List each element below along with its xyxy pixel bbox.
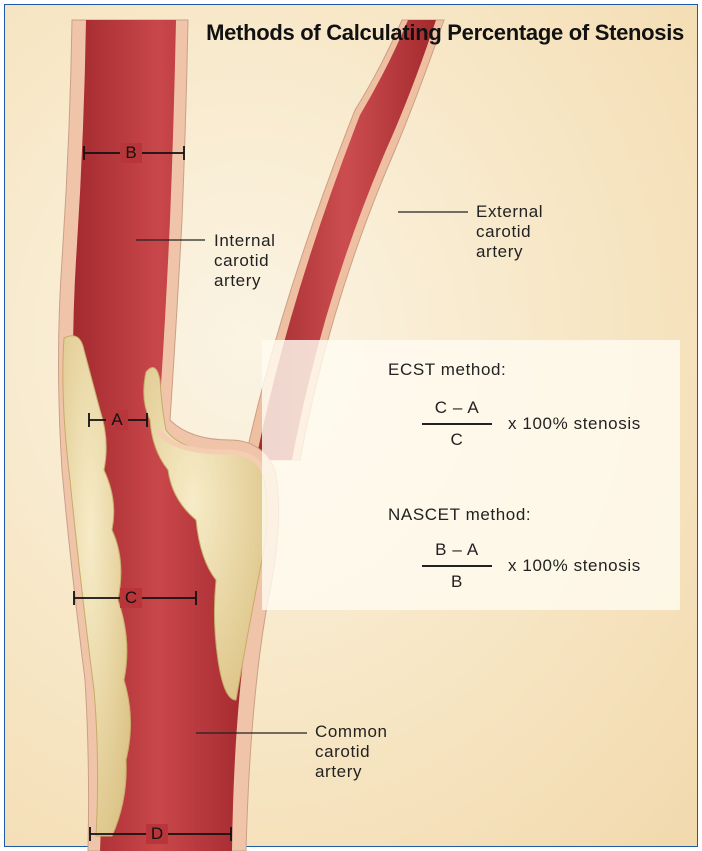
ecst-fraction-bar: [422, 423, 492, 425]
ecst-fraction: C – A C: [422, 398, 492, 452]
dimension-b-label: B: [121, 143, 141, 163]
internal-carotid-label: Internal carotid artery: [214, 231, 276, 291]
nascet-suffix: x 100% stenosis: [508, 556, 641, 576]
nascet-numerator: B – A: [422, 540, 492, 562]
external-carotid-label: External carotid artery: [476, 202, 543, 262]
ecst-numerator: C – A: [422, 398, 492, 420]
nascet-fraction: B – A B: [422, 540, 492, 594]
ecst-method-title: ECST method:: [388, 360, 506, 380]
nascet-fraction-bar: [422, 565, 492, 567]
ecst-suffix: x 100% stenosis: [508, 414, 641, 434]
common-carotid-label: Common carotid artery: [315, 722, 388, 782]
nascet-denominator: B: [422, 572, 492, 594]
dimension-c-label: C: [121, 588, 141, 608]
figure-title: Methods of Calculating Percentage of Ste…: [206, 20, 684, 46]
ecst-denominator: C: [422, 430, 492, 452]
dimension-a-label: A: [107, 410, 127, 430]
formula-panel: ECST method: C – A C x 100% stenosis NAS…: [262, 340, 680, 610]
nascet-method-title: NASCET method:: [388, 505, 531, 525]
dimension-d-label: D: [147, 824, 167, 844]
